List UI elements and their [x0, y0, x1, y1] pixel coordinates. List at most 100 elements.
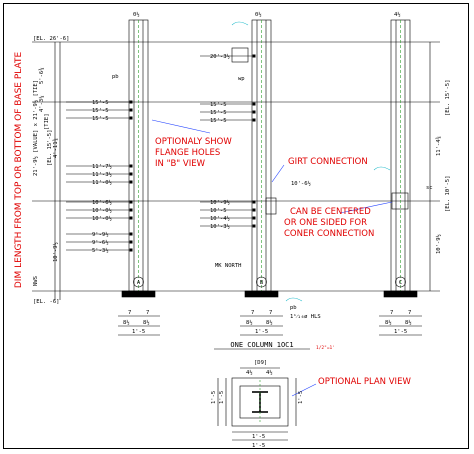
plan-bottom-1: 1'-5	[252, 434, 265, 440]
column-b-bolt-3	[252, 118, 256, 122]
girt-leader	[271, 164, 285, 183]
base-plate-b	[244, 290, 279, 298]
column-b-bolt-0	[252, 54, 256, 58]
column-a-bolt-8	[129, 216, 133, 220]
base-plate-a	[121, 290, 156, 298]
column-mark-c: C	[395, 276, 406, 288]
column-b-dim-2: 15'-5	[210, 110, 227, 116]
base-plate-c	[383, 290, 418, 298]
flange-holes-callout: OPTIONALY SHOW FLANGE HOLES IN "B" VIEW	[155, 137, 232, 169]
column-a-dim-9: 9'-9½	[92, 231, 109, 238]
column-mark-b-text: B	[260, 280, 264, 286]
flange-holes-line-2: FLANGE HOLES	[155, 148, 220, 158]
centered-line-3: CONER CONNECTION	[284, 229, 374, 239]
plan-right: 1'-5	[298, 391, 304, 404]
center-leader	[339, 201, 393, 214]
base-a-left: 7	[128, 310, 131, 316]
base-b-right: 7	[269, 310, 272, 316]
column-a-dim-5: 11'-0½	[92, 179, 112, 186]
column-a-dim-4: 11'-3½	[92, 171, 112, 178]
base-b-half-left: 8½	[246, 319, 253, 326]
column-a-bolt-2	[129, 116, 133, 120]
column-mark-a: A	[133, 276, 144, 288]
column-a-top-dim: 0½	[133, 11, 140, 18]
column-b-bolt-5	[252, 208, 256, 212]
flange-holes-leader	[151, 119, 211, 134]
column-mark-a-text: A	[137, 280, 141, 286]
column-a-dim-1: 15'-5	[92, 108, 109, 114]
centered-callout: CAN BE CENTERED OR ONE SIDED FOR CONER C…	[284, 207, 374, 239]
plan-callout: OPTIONAL PLAN VIEW	[318, 377, 411, 387]
right-height-2: 10'-9½	[435, 234, 442, 254]
column-a-bolt-4	[129, 172, 133, 176]
pb-note: pb	[290, 305, 297, 311]
column-a-bolt-11	[129, 248, 133, 252]
girt-elevation-label: 10'-6½	[291, 180, 311, 187]
column-a-bolt-0	[129, 100, 133, 104]
cyan-tag-base	[285, 297, 303, 302]
pb-label: pb	[112, 74, 119, 80]
column-a-bolt-3	[129, 164, 133, 168]
base-c-half-right: 8½	[405, 319, 412, 326]
dimension-ticks	[66, 55, 252, 251]
column-b-bolt-1	[252, 102, 256, 106]
base-a-right: 7	[146, 310, 149, 316]
girt-clip-b	[265, 197, 277, 215]
base-a-half-left: 8½	[123, 319, 130, 326]
column-b-dim-3: 15'-5	[210, 118, 227, 124]
base-c-total: 1'-5	[394, 329, 407, 335]
flange-holes-line-3: IN "B" VIEW	[155, 159, 206, 169]
column-c-top-dim: 4½	[394, 11, 401, 18]
plan-base-plate	[231, 377, 289, 427]
base-b-half-right: 8½	[266, 319, 273, 326]
scale-note: 1/2"=1'	[316, 345, 335, 351]
view-title: ONE COLUMN 1OC1	[230, 341, 293, 349]
right-height-1: 11'-4¾	[436, 136, 442, 156]
column-a-dim-10: 9'-6½	[92, 239, 109, 246]
hls-note: 1¹⁄₁₆ø HLS	[290, 313, 321, 320]
base-b-left: 7	[251, 310, 254, 316]
centered-line-1: CAN BE CENTERED	[290, 207, 371, 217]
top-elevation-label: [EL. 26'-6]	[33, 36, 69, 42]
column-a-dimensions: 15'-515'-515'-511'-7½11'-3½11'-0½10'-6½1…	[92, 100, 112, 254]
left-height-2: 4'-11¾	[53, 138, 59, 158]
column-b-bolt-4	[252, 200, 256, 204]
column-b-dim-5: 10'-5	[210, 208, 227, 214]
column-a-dim-0: 15'-5	[92, 100, 109, 106]
base-c-half-left: 8½	[385, 319, 392, 326]
left-height-3: 10'-9½	[52, 242, 59, 262]
column-b-bolt-7	[252, 224, 256, 228]
column-a-dim-8: 10'-0½	[92, 215, 112, 222]
centered-line-2: OR ONE SIDED FOR	[284, 218, 367, 228]
right-elevation-label-2: [EL. 10'-5]	[445, 176, 451, 212]
column-b-dimensions: 20'-3½15'-515'-515'-510'-9½10'-510'-4½10…	[210, 53, 230, 230]
base-a-total: 1'-5	[132, 329, 145, 335]
sc-label: sc	[426, 185, 433, 191]
girt-callout: GIRT CONNECTION	[288, 157, 368, 167]
plan-bottom-2: 1'-5	[252, 443, 265, 449]
north-label: MK NORTH	[215, 263, 242, 269]
base-c-left: 7	[390, 310, 393, 316]
column-mark-b: B	[256, 276, 267, 288]
tie-mark: [TIE]	[44, 113, 50, 130]
base-c-right: 7	[408, 310, 411, 316]
column-b-dim-4: 10'-9½	[210, 199, 230, 206]
left-height-4: NWS	[33, 276, 39, 286]
top-left-dim-2: 4'-3¼	[39, 95, 45, 112]
drawing-linework	[32, 19, 440, 441]
column-b-bolt-2	[252, 110, 256, 114]
cyan-tag-c	[373, 166, 391, 171]
column-a-dim-11: 5'-3½	[92, 247, 109, 254]
column-mark-c-text: C	[399, 280, 402, 286]
plan-left-2: 1'-5	[211, 391, 217, 404]
mid-elevation-label: [EL. 15'-5]	[47, 130, 53, 166]
column-a-dim-6: 10'-6½	[92, 199, 112, 206]
column-b-bolt-6	[252, 216, 256, 220]
side-label: DIM LENGTH FROM TOP OR BOTTOM OF BASE PL…	[14, 52, 24, 289]
top-left-dim-1: 5'-6¾	[39, 67, 45, 84]
column-a-bolt-1	[129, 108, 133, 112]
column-a-dim-2: 15'-5	[92, 116, 109, 122]
plan-top-half-1: 4½	[246, 369, 253, 376]
plan-top-half-2: 4½	[266, 369, 273, 376]
